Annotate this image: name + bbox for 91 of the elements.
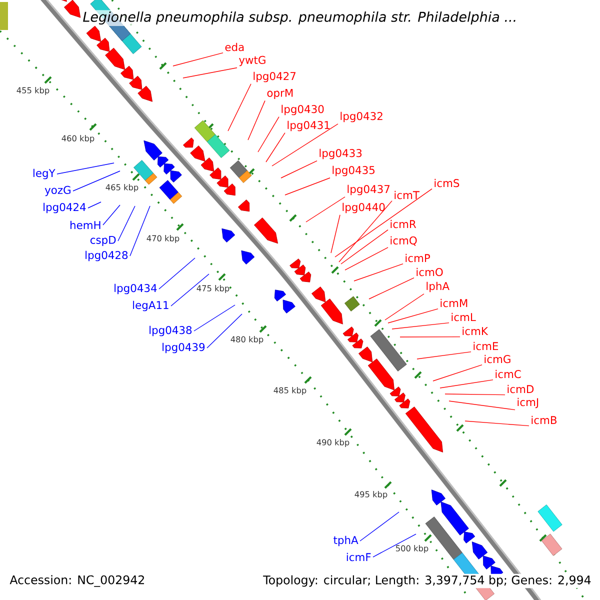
gene-label: lpg0437: [348, 184, 390, 196]
leader-line: [118, 206, 136, 242]
title: Legionella pneumophila subsp. pneumophila str. Philadelphia ...: [81, 10, 518, 26]
tick-label: 470 kbp: [146, 235, 180, 243]
footer-text: Topology: circular; Length: 3,397,754 bp; Genes: 2,994: [262, 574, 593, 588]
gene-label: lpg0428: [86, 250, 128, 262]
leader-line: [440, 379, 494, 388]
tick-label: 485 kbp: [274, 387, 306, 395]
leader-line: [182, 67, 238, 78]
leader-line: [88, 202, 102, 208]
leader-line: [130, 206, 150, 256]
leader-line: [72, 170, 120, 192]
gene-label: lpg0427: [254, 72, 296, 82]
leader-line: [102, 204, 120, 226]
gene-label: eda: [225, 42, 244, 52]
leader-line: [228, 84, 252, 132]
gene-label: lpg0424: [44, 202, 86, 214]
leader-line: [448, 400, 516, 410]
leader-line: [354, 263, 404, 282]
leader-line: [444, 394, 506, 396]
leader-line: [56, 162, 114, 174]
leader-line: [170, 274, 210, 306]
gene-label: cspD: [90, 236, 116, 246]
gene-label: icmE: [474, 342, 498, 350]
leader-line: [464, 420, 530, 426]
gene-label: lpg0435: [332, 166, 374, 176]
gene-label: ywtG: [239, 56, 266, 66]
leader-line: [158, 258, 196, 290]
gene-label: legY: [33, 168, 56, 180]
leader-line: [400, 336, 460, 338]
tick-label: 460 kbp: [62, 135, 94, 143]
leader-line: [172, 52, 224, 66]
leader-line: [334, 188, 432, 258]
gene-label: lpg0433: [320, 148, 362, 160]
gene-label: lpg0432: [340, 112, 382, 122]
gene-label: lpg0439: [162, 342, 205, 354]
gene-label: icmJ: [518, 398, 538, 408]
leader-line: [284, 178, 330, 196]
leader-line: [384, 294, 424, 320]
leader-line: [266, 132, 286, 162]
gene-label: icmT: [394, 190, 420, 200]
gene-label: hemH: [70, 220, 100, 230]
leader-line: [372, 534, 416, 558]
leader-line: [194, 304, 236, 332]
gene-label: icmQ: [390, 236, 417, 246]
leader-line: [368, 277, 414, 300]
gene-label: icmF: [346, 552, 371, 562]
leader-line: [338, 200, 392, 262]
gene-label: icmR: [390, 220, 416, 228]
tick-label: 500 kbp: [396, 545, 428, 553]
tick-label: 455 kbp: [16, 87, 50, 95]
tick-label: 475 kbp: [196, 285, 230, 293]
gene-label: lpg0438: [150, 326, 192, 336]
leader-line: [330, 214, 340, 254]
gene-label: icmB: [532, 416, 557, 424]
leader-line: [272, 124, 338, 166]
gene-label: icmK: [462, 326, 488, 336]
leader-line: [388, 308, 438, 324]
leader-line: [344, 247, 388, 270]
gene-label: lpg0431: [288, 120, 330, 132]
gene-label: icmP: [406, 254, 430, 262]
gene-label: lphA: [426, 282, 450, 292]
gene-label: icmD: [508, 384, 534, 394]
gene-label: lpg0430: [282, 104, 324, 116]
gene-label: lpg0440: [342, 202, 385, 214]
leader-line: [416, 351, 472, 360]
leader-line: [248, 100, 266, 140]
gene-label: yozG: [44, 186, 70, 196]
footer-text: Accession: NC_002942: [8, 574, 147, 588]
gene-label: tphA: [334, 536, 358, 546]
gene-label: icmC: [496, 370, 521, 378]
leader-line: [206, 314, 242, 348]
leader-line: [280, 160, 318, 178]
gene-label: icmS: [434, 178, 460, 188]
tick-label: 495 kbp: [354, 491, 388, 499]
gene-label: legA11: [133, 300, 168, 312]
tick-label: 490 kbp: [316, 439, 350, 447]
leader-line: [306, 196, 346, 222]
gene-label: icmG: [484, 354, 510, 364]
gene-label: icmO: [416, 268, 443, 276]
gene-label: icmM: [440, 298, 468, 308]
gene-label: oprM: [267, 88, 293, 100]
leader-line: [392, 322, 450, 330]
gene-label: icmL: [452, 312, 476, 322]
leader-line: [258, 116, 280, 152]
leader-line: [432, 364, 482, 382]
gene-label: lpg0434: [114, 284, 157, 294]
leader-line: [360, 512, 400, 542]
leader-line: [340, 229, 388, 264]
tick-label: 465 kbp: [106, 184, 138, 192]
tick-label: 480 kbp: [230, 336, 264, 344]
